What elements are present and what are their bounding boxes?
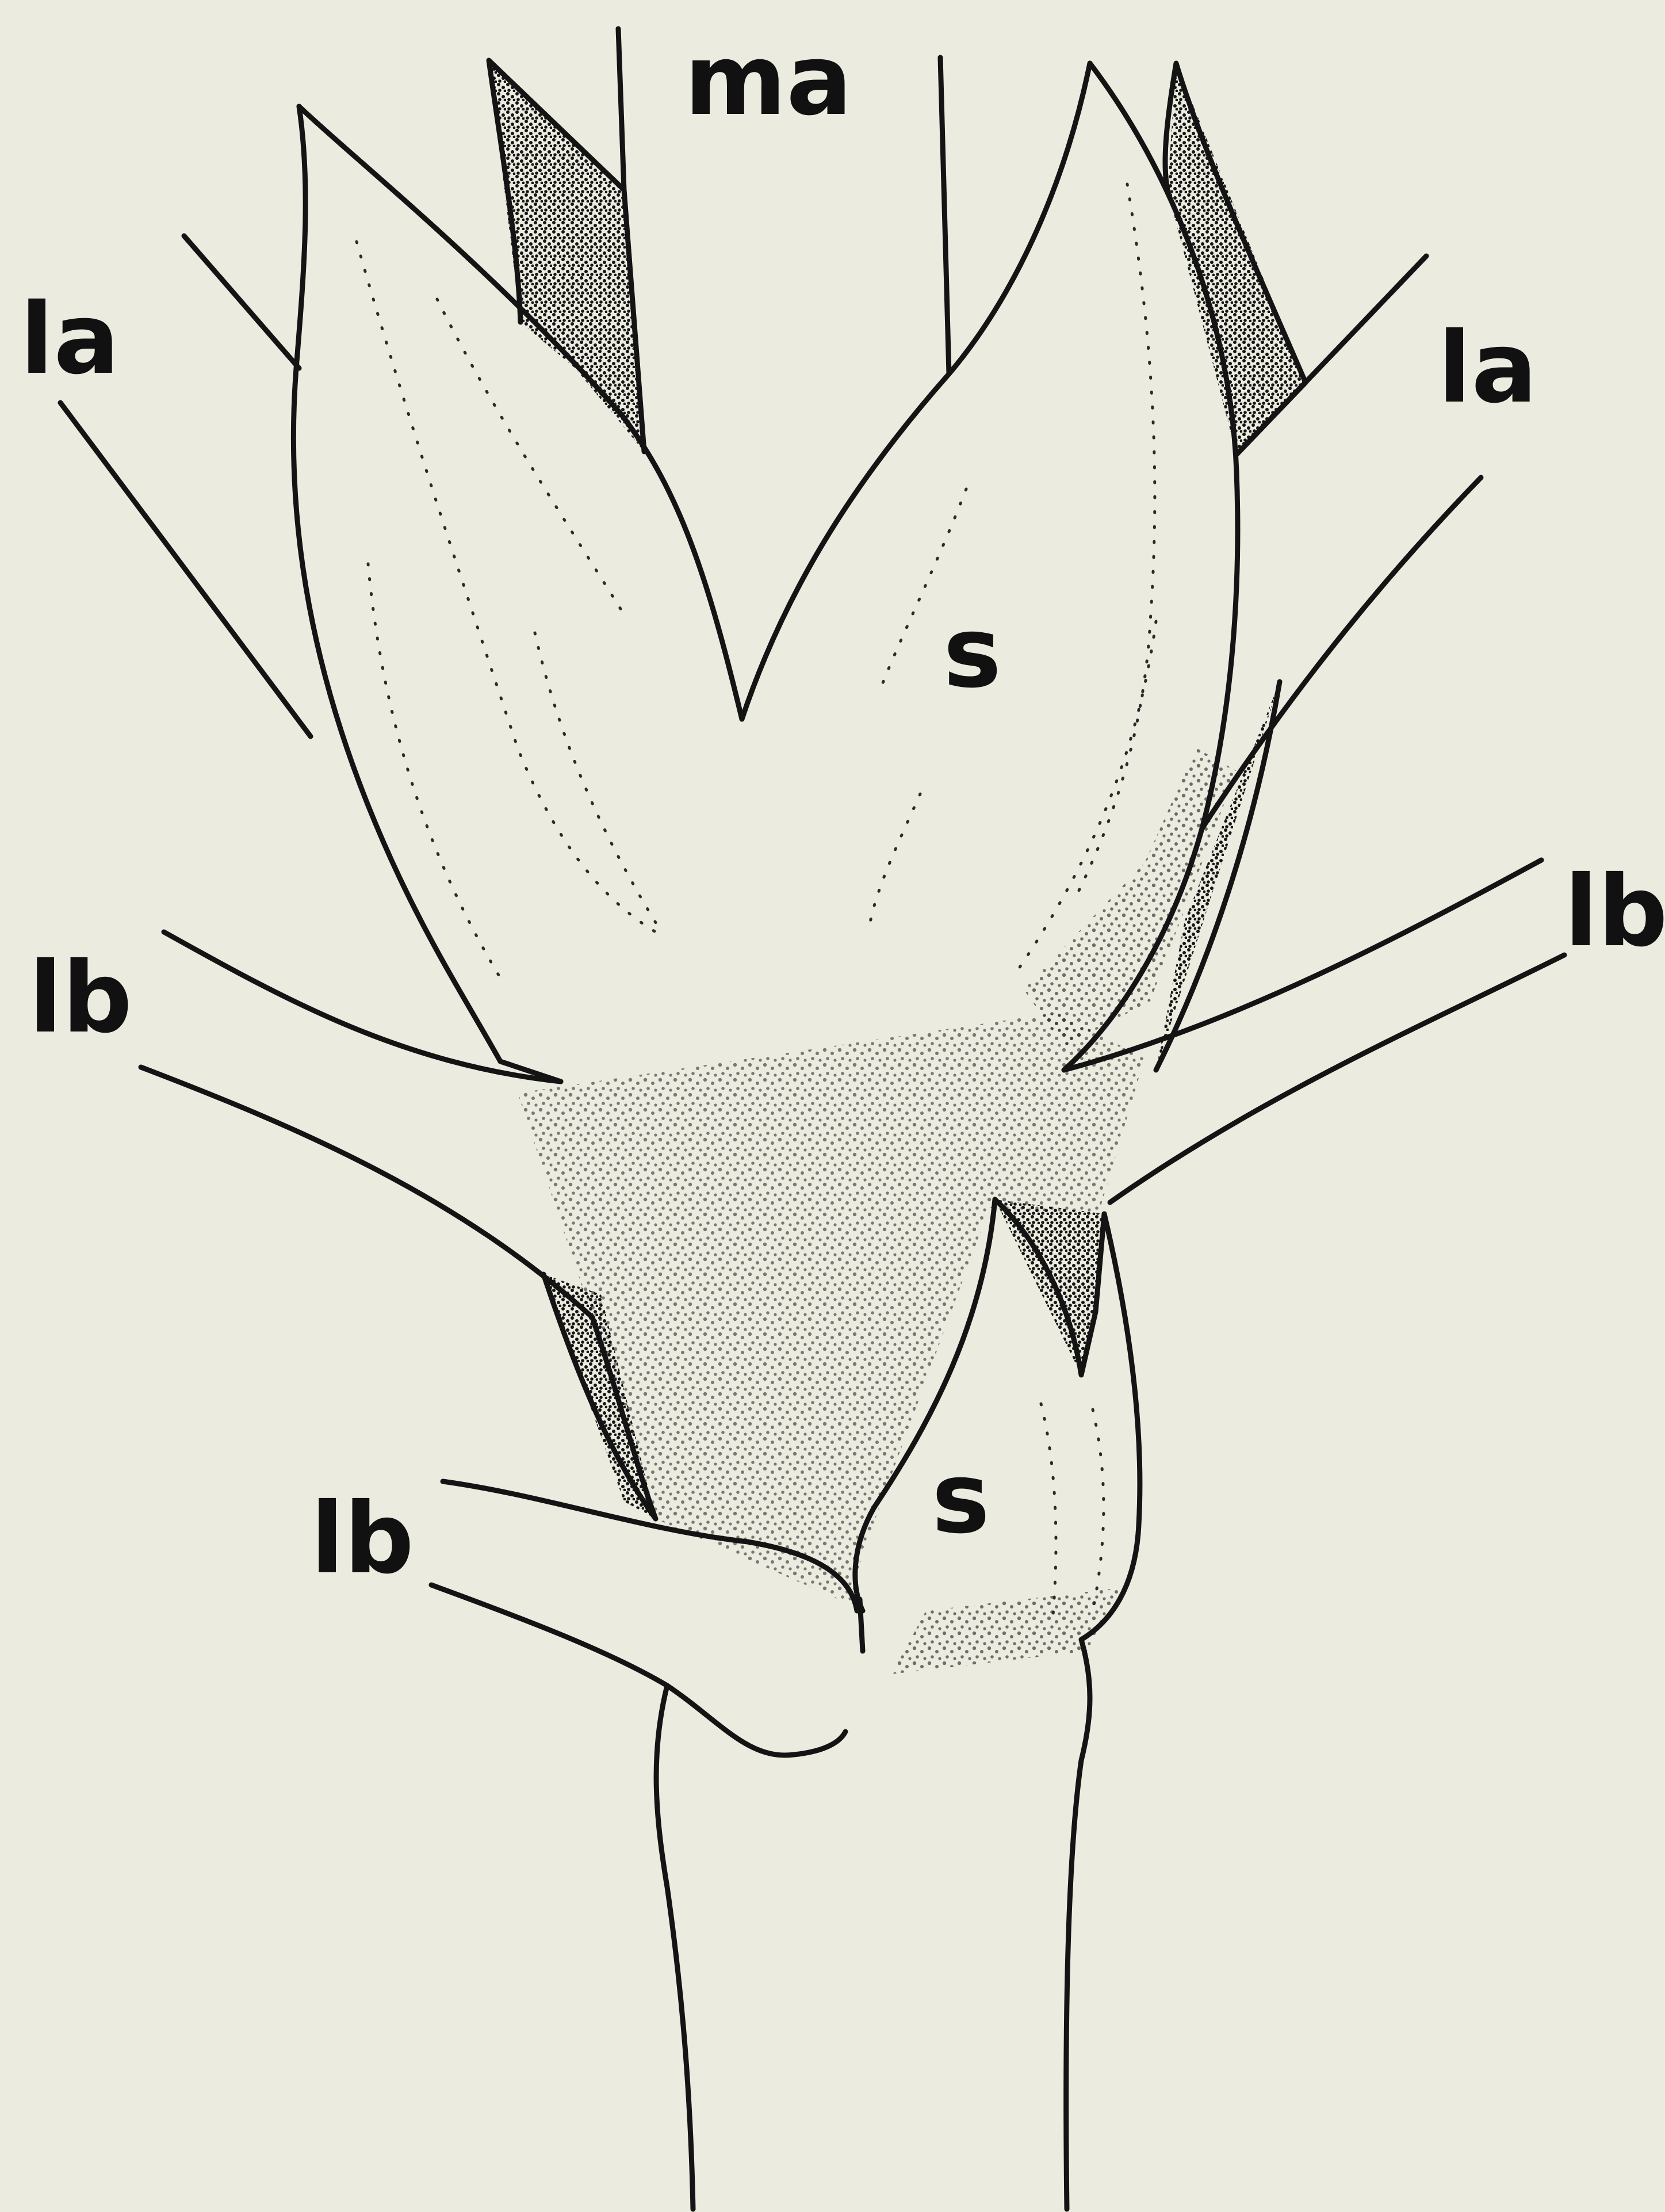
label-lateral-branch-left-lower: lb <box>311 1490 414 1588</box>
main-stem-left-edge <box>656 1686 693 2209</box>
vein-upper-left-4 <box>535 633 661 932</box>
upper-spathe-left-outer <box>293 106 500 1061</box>
lower-branch-base-tick <box>860 1599 863 1651</box>
upper-spathe-right-lobe <box>742 63 1090 719</box>
vein-upper-right-1 <box>1075 184 1155 897</box>
main-axis-stalk-right <box>940 58 949 374</box>
label-lateral-branch-left-upper: lb <box>29 949 132 1047</box>
shaded-bract-top-right <box>1168 63 1306 454</box>
vein-lower-spathe-1 <box>1041 1404 1056 1622</box>
lateral-axis-la-left-lower <box>60 403 311 736</box>
label-spathe-lower: s <box>932 1450 990 1548</box>
vein-lower-spathe-2 <box>1093 1409 1104 1611</box>
label-main-axis: ma <box>684 32 852 129</box>
vein-upper-right-3 <box>868 794 920 932</box>
lateral-axis-la-left-upper <box>184 236 299 368</box>
main-stem-right-edge <box>1066 1640 1090 2209</box>
lateral-branch-lb-lower-lower-edge <box>431 1585 845 1755</box>
label-spathe-upper: s <box>943 604 1001 702</box>
label-lateral-axis-left: la <box>20 291 120 388</box>
vein-upper-left-2 <box>368 564 500 978</box>
label-lateral-axis-right: la <box>1438 319 1537 417</box>
label-lateral-branch-right: lb <box>1564 863 1665 961</box>
